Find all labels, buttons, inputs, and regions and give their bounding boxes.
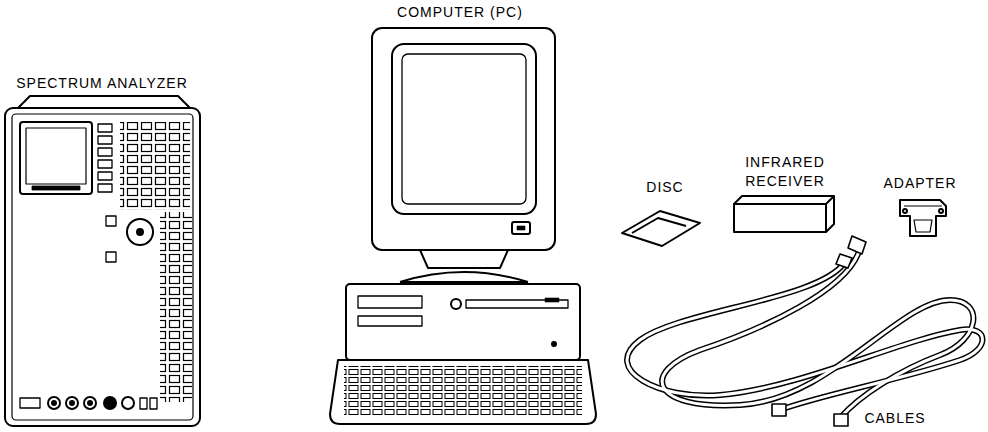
computer-drawing	[330, 28, 596, 424]
part-label: CABLES	[840, 409, 950, 428]
part-label: INFRARED RECEIVER	[735, 153, 835, 191]
part-label: ADAPTER	[870, 174, 970, 193]
device-label: COMPUTER (PC)	[380, 3, 540, 22]
part-label: DISC	[630, 178, 700, 197]
spectrum-analyzer-drawing	[5, 96, 200, 426]
infrared-receiver-drawing	[734, 196, 834, 232]
adapter-drawing	[900, 200, 946, 236]
device-label: SPECTRUM ANALYZER	[2, 74, 202, 93]
disc-drawing	[622, 211, 700, 246]
cables-drawing	[627, 236, 982, 426]
